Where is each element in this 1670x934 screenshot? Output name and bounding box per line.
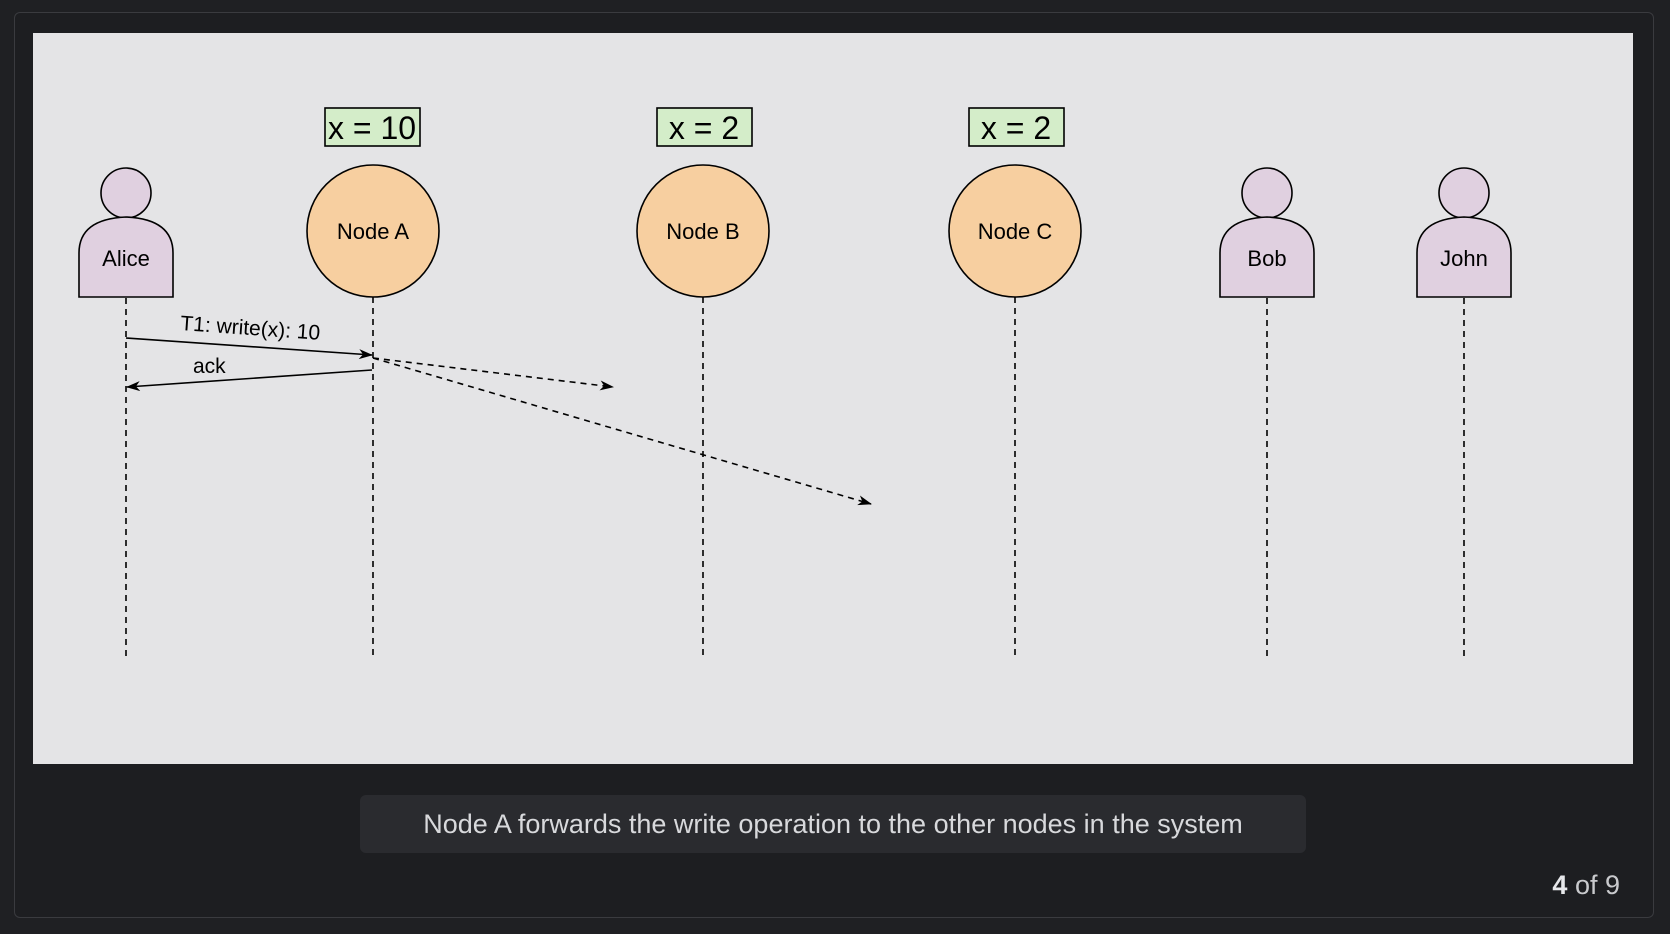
node-a: Node A: [306, 164, 440, 298]
value-label-node-a: x = 10: [328, 110, 416, 146]
node-b: Node B: [636, 164, 770, 298]
value-box-node-a: x = 10: [324, 107, 421, 147]
ack-message-label: ack: [193, 355, 226, 378]
value-label-node-b: x = 2: [669, 110, 739, 146]
actor-bob: Bob: [1219, 167, 1315, 298]
step-caption-text: Node A forwards the write operation to t…: [423, 808, 1243, 839]
person-icon: [1438, 167, 1490, 219]
slide-counter: 4 of 9: [1552, 870, 1620, 901]
actor-john-label: John: [1440, 246, 1488, 271]
value-box-node-c: x = 2: [968, 107, 1065, 147]
write-message-label: T1: write(x): 10: [180, 312, 321, 345]
value-label-node-c: x = 2: [981, 110, 1051, 146]
actor-john: John: [1416, 167, 1512, 298]
step-caption: Node A forwards the write operation to t…: [360, 795, 1306, 853]
value-box-node-b: x = 2: [656, 107, 753, 147]
slide-counter-total: of 9: [1567, 870, 1620, 900]
node-b-label: Node B: [666, 219, 739, 244]
sequence-diagram: x = 10 x = 2 x = 2 Node A Node B Node C …: [78, 107, 1512, 658]
actor-alice: Alice: [78, 167, 174, 298]
actor-bob-label: Bob: [1247, 246, 1286, 271]
node-a-label: Node A: [337, 219, 409, 244]
node-c: Node C: [948, 164, 1082, 298]
diagram-slide: x = 10 x = 2 x = 2 Node A Node B Node C …: [33, 33, 1633, 764]
node-c-label: Node C: [978, 219, 1053, 244]
forward-arrow-node-c: [372, 357, 872, 506]
slide-counter-current: 4: [1552, 870, 1568, 900]
ack-arrow: [126, 369, 373, 392]
person-icon: [100, 167, 152, 219]
write-arrow: [125, 337, 373, 360]
actor-alice-label: Alice: [102, 246, 150, 271]
forward-arrow-node-b: [372, 357, 614, 391]
person-icon: [1241, 167, 1293, 219]
